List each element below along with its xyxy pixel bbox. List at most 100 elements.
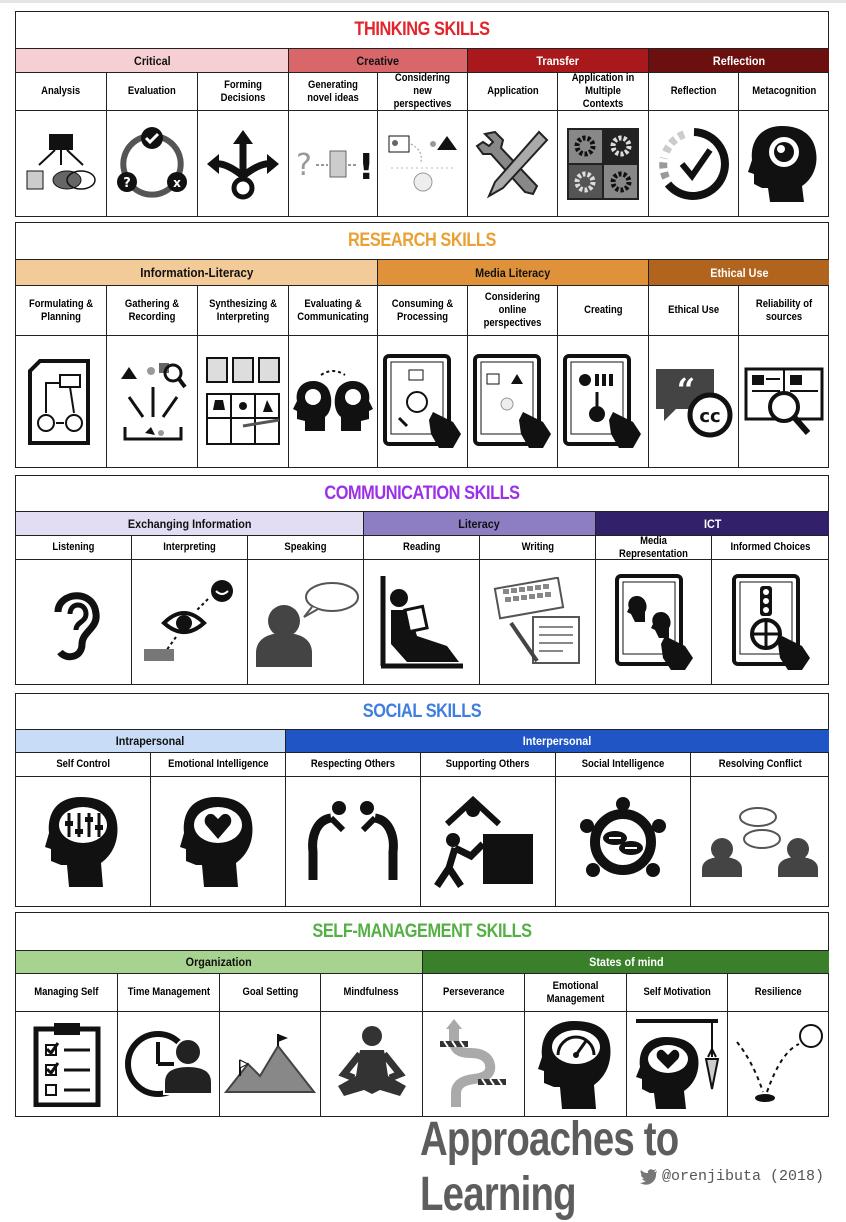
heads-dialogue-icon [289, 336, 378, 467]
skill-listening: Listening [16, 536, 132, 560]
svg-text:“: “ [676, 371, 694, 409]
skill-writing: Writing [480, 536, 596, 560]
skill-social-intelligence: Social Intelligence [556, 753, 691, 777]
eye-icon [132, 560, 248, 684]
speech-bubbles-icon [691, 777, 829, 906]
mountain-flag-icon [220, 1012, 321, 1116]
twitter-icon [640, 1169, 658, 1185]
skill-respecting-others: Respecting Others [286, 753, 421, 777]
skill-emotional-management: Emotional Management [525, 974, 627, 1012]
category-transfer: Transfer [468, 48, 649, 73]
skill-perseverance: Perseverance [423, 974, 525, 1012]
gears-grid-icon [558, 111, 649, 216]
tablet-heads-icon [596, 560, 712, 684]
head-gauge-icon [525, 1012, 627, 1116]
skill-ethical-use: Ethical Use [649, 286, 739, 336]
section-communication: COMMUNICATION SKILLS Exchanging Informat… [15, 475, 829, 685]
section-title: THINKING SKILLS [354, 19, 490, 40]
skill-creating: Creating [558, 286, 649, 336]
sorting-icon [107, 336, 198, 467]
idea-flow-icon: ?! [289, 111, 378, 216]
category-information-literacy: Information-Literacy [16, 259, 378, 286]
flowchart-doc-icon [16, 336, 107, 467]
tablet-choices-icon [712, 560, 829, 684]
skill-goal-setting: Goal Setting [220, 974, 321, 1012]
category-reflection: Reflection [649, 48, 829, 73]
skill-considering-online-perspectives: Considering online perspectives [468, 286, 558, 336]
category-media-literacy: Media Literacy [378, 259, 649, 286]
skill-evaluation: Evaluation [107, 73, 198, 111]
section-thinking: THINKING SKILLS Critical Creative Transf… [15, 11, 829, 217]
skill-emotional-intelligence: Emotional Intelligence [151, 753, 286, 777]
skill-self-motivation: Self Motivation [627, 974, 728, 1012]
winding-road-icon [423, 1012, 525, 1116]
keyboard-paper-icon [480, 560, 596, 684]
section-title: RESEARCH SKILLS [348, 230, 496, 251]
skill-managing-self: Managing Self [16, 974, 118, 1012]
skill-application-multiple-contexts: Application in Multiple Contexts [558, 72, 649, 111]
author-credit: @orenjibuta (2018) [662, 1168, 825, 1185]
category-interpersonal: Interpersonal [286, 729, 829, 753]
skill-considering-new-perspectives: Considering new perspectives [378, 72, 468, 111]
arrows-icon [198, 111, 289, 216]
head-sliders-icon [16, 777, 151, 906]
skill-resolving-conflict: Resolving Conflict [691, 753, 829, 777]
skill-mindfulness: Mindfulness [321, 974, 423, 1012]
section-social: SOCIAL SKILLS Intrapersonal Interpersona… [15, 693, 829, 907]
bounce-icon [728, 1012, 829, 1116]
skill-resilience: Resilience [728, 974, 829, 1012]
section-title: COMMUNICATION SKILLS [324, 483, 520, 504]
data-table-icon [198, 336, 289, 467]
skill-application: Application [468, 73, 558, 111]
team-circle-icon [556, 777, 691, 906]
category-states-of-mind: States of mind [423, 950, 829, 974]
cycle-check-icon: ?x [107, 111, 198, 216]
skill-metacognition: Metacognition [739, 73, 829, 111]
section-self-management: SELF-MANAGEMENT SKILLS Organization Stat… [15, 912, 829, 1117]
head-heart-icon [151, 777, 286, 906]
category-organization: Organization [16, 950, 423, 974]
skill-synthesizing-interpreting: Synthesizing & Interpreting [198, 286, 289, 336]
section-title: SELF-MANAGEMENT SKILLS [312, 921, 532, 942]
tablet-perspective-icon [468, 336, 558, 467]
svg-text:x: x [173, 176, 181, 190]
skill-analysis: Analysis [16, 73, 107, 111]
skill-generating-novel-ideas: Generating novel ideas [289, 73, 378, 111]
skill-evaluating-communicating: Evaluating & Communicating [289, 286, 378, 336]
category-literacy: Literacy [364, 511, 596, 536]
skill-formulating-planning: Formulating & Planning [16, 286, 107, 336]
skill-speaking: Speaking [248, 536, 364, 560]
helping-figure-icon [421, 777, 556, 906]
top-strip [0, 0, 846, 3]
svg-text:?: ? [123, 176, 131, 191]
skill-forming-decisions: Forming Decisions [198, 73, 289, 111]
skill-self-control: Self Control [16, 753, 151, 777]
skill-media-representation: Media Representation [596, 535, 712, 560]
bowing-figures-icon [286, 777, 421, 906]
checklist-icon [16, 1012, 118, 1116]
reader-icon [364, 560, 480, 684]
clock-person-icon [118, 1012, 220, 1116]
category-exchanging-information: Exchanging Information [16, 511, 364, 536]
tablet-flow-icon [378, 336, 468, 467]
speaker-icon [248, 560, 364, 684]
progress-check-icon [649, 111, 739, 216]
skill-reliability-of-sources: Reliability of sources [739, 286, 829, 336]
skill-gathering-recording: Gathering & Recording [107, 286, 198, 336]
svg-text:!: ! [358, 147, 374, 188]
hierarchy-icon [16, 111, 107, 216]
category-ict: ICT [596, 511, 829, 536]
section-research: RESEARCH SKILLS Information-Literacy Med… [15, 222, 829, 468]
skill-reflection: Reflection [649, 73, 739, 111]
skill-consuming-processing: Consuming & Processing [378, 286, 468, 336]
quote-cc-icon: “cc [649, 336, 739, 467]
head-carrot-icon [627, 1012, 728, 1116]
svg-text:?: ? [296, 148, 312, 183]
skill-interpreting: Interpreting [132, 536, 248, 560]
category-intrapersonal: Intrapersonal [16, 729, 286, 753]
skill-informed-choices: Informed Choices [712, 536, 829, 560]
perspective-icon [378, 111, 468, 216]
section-title: SOCIAL SKILLS [362, 701, 482, 722]
poster-title: Approaches to Learning [420, 1113, 679, 1221]
category-ethical-use: Ethical Use [649, 259, 829, 286]
